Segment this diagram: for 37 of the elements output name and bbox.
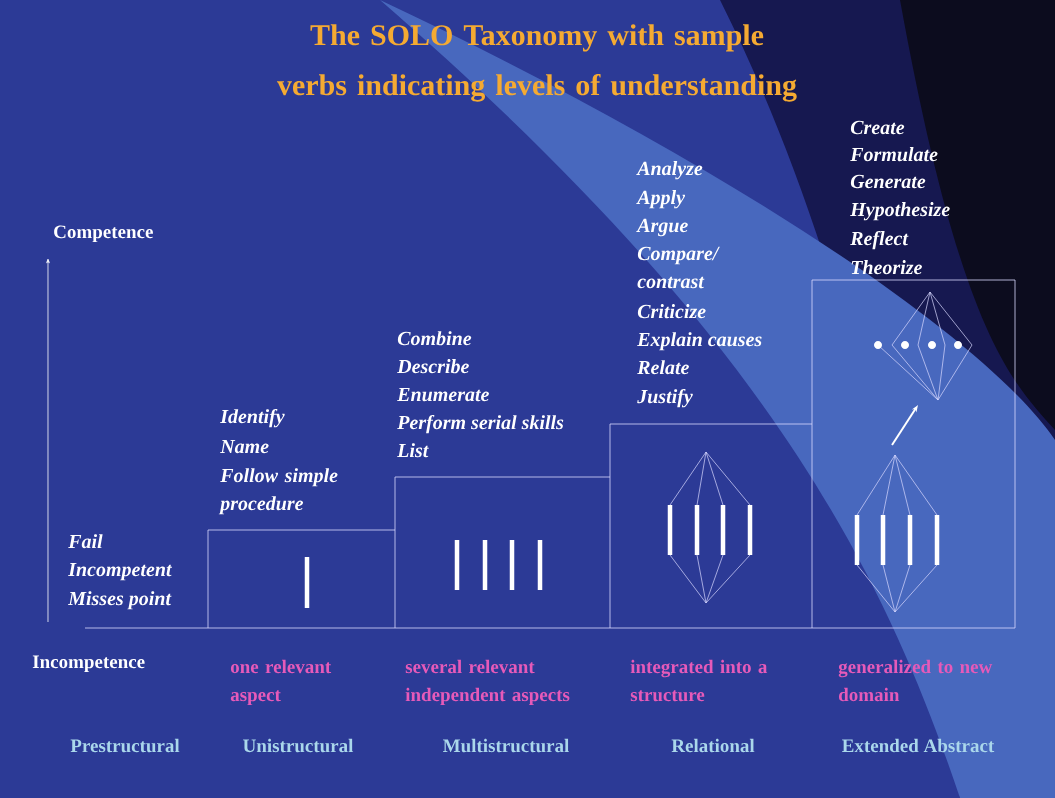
level-name: Extended Abstract bbox=[842, 738, 995, 753]
level-description: one relevant aspect bbox=[230, 659, 332, 706]
level-description: several relevant independent aspects bbox=[405, 659, 570, 706]
verb-label: Name bbox=[220, 439, 269, 454]
level-name: Unistructural bbox=[243, 738, 354, 753]
verb-label: Describe bbox=[397, 359, 469, 374]
verb-label: Enumerate bbox=[397, 387, 489, 402]
level-name: Relational bbox=[671, 738, 755, 753]
axis-label: Competence bbox=[54, 225, 153, 243]
verb-label: Justify bbox=[637, 388, 693, 408]
verb-label: Identify bbox=[220, 408, 285, 428]
verb-label: Create bbox=[850, 120, 905, 135]
verb-label: Analyze bbox=[636, 161, 703, 180]
verb-label: Theorize bbox=[851, 260, 922, 275]
level-description: integrated into a structure bbox=[630, 659, 768, 702]
level-name: Prestructural bbox=[70, 738, 180, 753]
level-description: generalized to new domain bbox=[838, 659, 993, 702]
title: The SOLO Taxonomy with sample verbs indicating levels of understanding bbox=[276, 24, 797, 102]
axis-label: Incompetence bbox=[32, 655, 145, 673]
verb-label: Perform serial skills bbox=[397, 414, 564, 434]
verb-label: Formulate bbox=[850, 147, 938, 162]
verb-label: Incompetent bbox=[68, 562, 173, 581]
verb-label: Apply bbox=[636, 190, 686, 209]
verb-label: Compare/ contrast bbox=[637, 246, 720, 289]
verb-label: Misses point bbox=[67, 591, 172, 610]
verb-label: Combine bbox=[397, 331, 472, 346]
verb-label: Reflect bbox=[850, 230, 909, 250]
verb-label: Fail bbox=[68, 534, 103, 549]
level-name: Multistructural bbox=[443, 738, 569, 753]
verb-label: List bbox=[397, 443, 429, 458]
verb-label: Argue bbox=[636, 218, 688, 237]
verb-label: Explain causes bbox=[637, 332, 762, 351]
verb-label: Generate bbox=[850, 174, 926, 189]
verb-label: Relate bbox=[637, 360, 689, 375]
verb-label: Criticize bbox=[637, 304, 706, 319]
verb-label: Hypothesize bbox=[850, 202, 950, 221]
verb-label: Follow simple procedure bbox=[218, 468, 338, 515]
